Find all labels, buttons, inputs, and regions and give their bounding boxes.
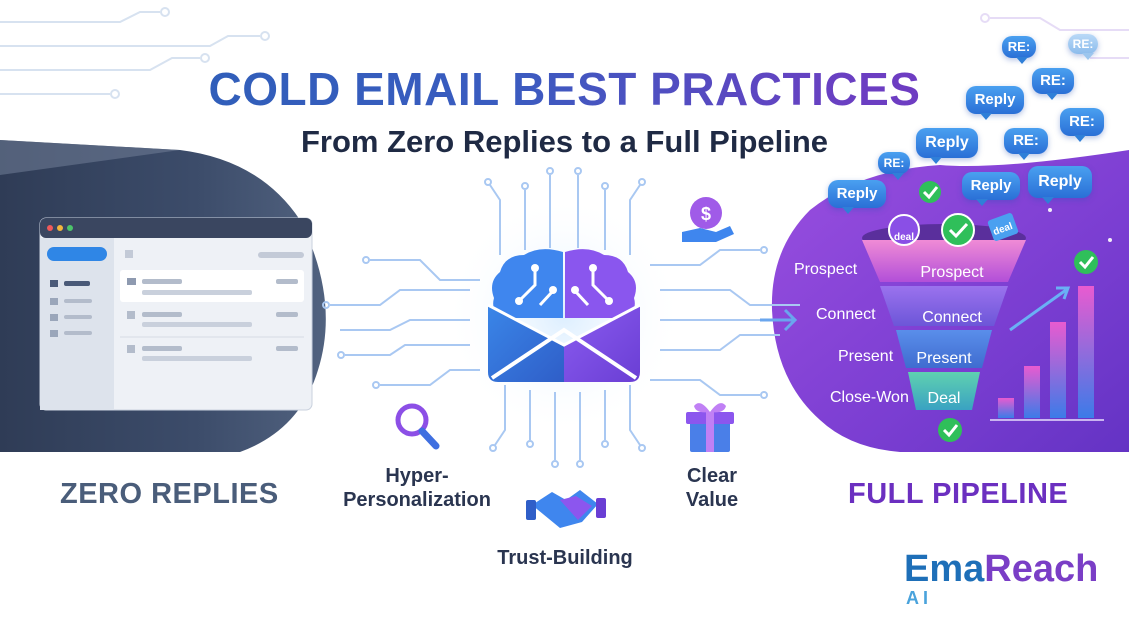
gift-icon xyxy=(686,403,734,452)
pillar-hyper-personalization: Hyper- Personalization xyxy=(343,465,491,511)
deal-coins xyxy=(888,213,1019,247)
reply-bubble: RE: xyxy=(1068,34,1098,60)
full-pipeline-label: FULL PIPELINE xyxy=(848,478,1069,510)
brain-icon xyxy=(492,249,636,318)
reply-bubble: Reply xyxy=(916,128,978,164)
pillar-trust-building: Trust-Building xyxy=(497,547,633,569)
funnel-stage-label: Connect xyxy=(922,309,982,326)
brand-suffix: AI xyxy=(906,588,932,608)
zero-replies-label: ZERO REPLIES xyxy=(60,478,279,510)
growth-chart-icon xyxy=(990,286,1104,421)
pillar-clear-value: Clear Value xyxy=(685,465,739,511)
svg-text:$: $ xyxy=(701,204,711,224)
reply-bubble: Reply xyxy=(1028,166,1092,204)
circuit-lines-center xyxy=(322,167,800,468)
handshake-icon xyxy=(526,490,606,528)
circuit-lines-top-left xyxy=(0,7,270,99)
funnel-stage-label: Deal xyxy=(927,390,961,407)
funnel-side-label: Close-Won xyxy=(830,389,909,406)
reply-bubble: RE: xyxy=(1002,36,1036,64)
money-hand-icon: $ xyxy=(682,197,734,242)
envelope-icon xyxy=(487,303,641,382)
reply-bubble: RE: xyxy=(1032,68,1074,100)
coin-label: deal xyxy=(894,232,915,243)
reply-bubble: RE: xyxy=(1004,128,1048,160)
brand-logo: EmaReach xyxy=(904,548,1098,591)
funnel-stage-label: Present xyxy=(916,350,972,367)
search-icon xyxy=(395,403,440,450)
page-title: COLD EMAIL BEST PRACTICES xyxy=(0,62,1129,116)
reply-bubble: RE: xyxy=(878,152,910,180)
funnel-side-label: Present xyxy=(838,348,894,365)
brand-name-part2: Reach xyxy=(984,548,1099,590)
funnel-side-label: Connect xyxy=(816,306,876,323)
brand-name-part1: Ema xyxy=(904,548,985,590)
reply-bubble: RE: xyxy=(1060,108,1104,142)
funnel-side-label: Prospect xyxy=(794,261,858,278)
page-subtitle: From Zero Replies to a Full Pipeline xyxy=(300,124,829,159)
empty-inbox-window xyxy=(39,217,313,411)
reply-bubble: Reply xyxy=(966,86,1024,120)
circuit-lines-top-right xyxy=(980,13,1129,59)
reply-bubble: Reply xyxy=(962,172,1020,206)
reply-bubble: Reply xyxy=(828,180,886,214)
funnel-stage-label: Prospect xyxy=(920,264,984,281)
check-icon xyxy=(919,181,1098,442)
